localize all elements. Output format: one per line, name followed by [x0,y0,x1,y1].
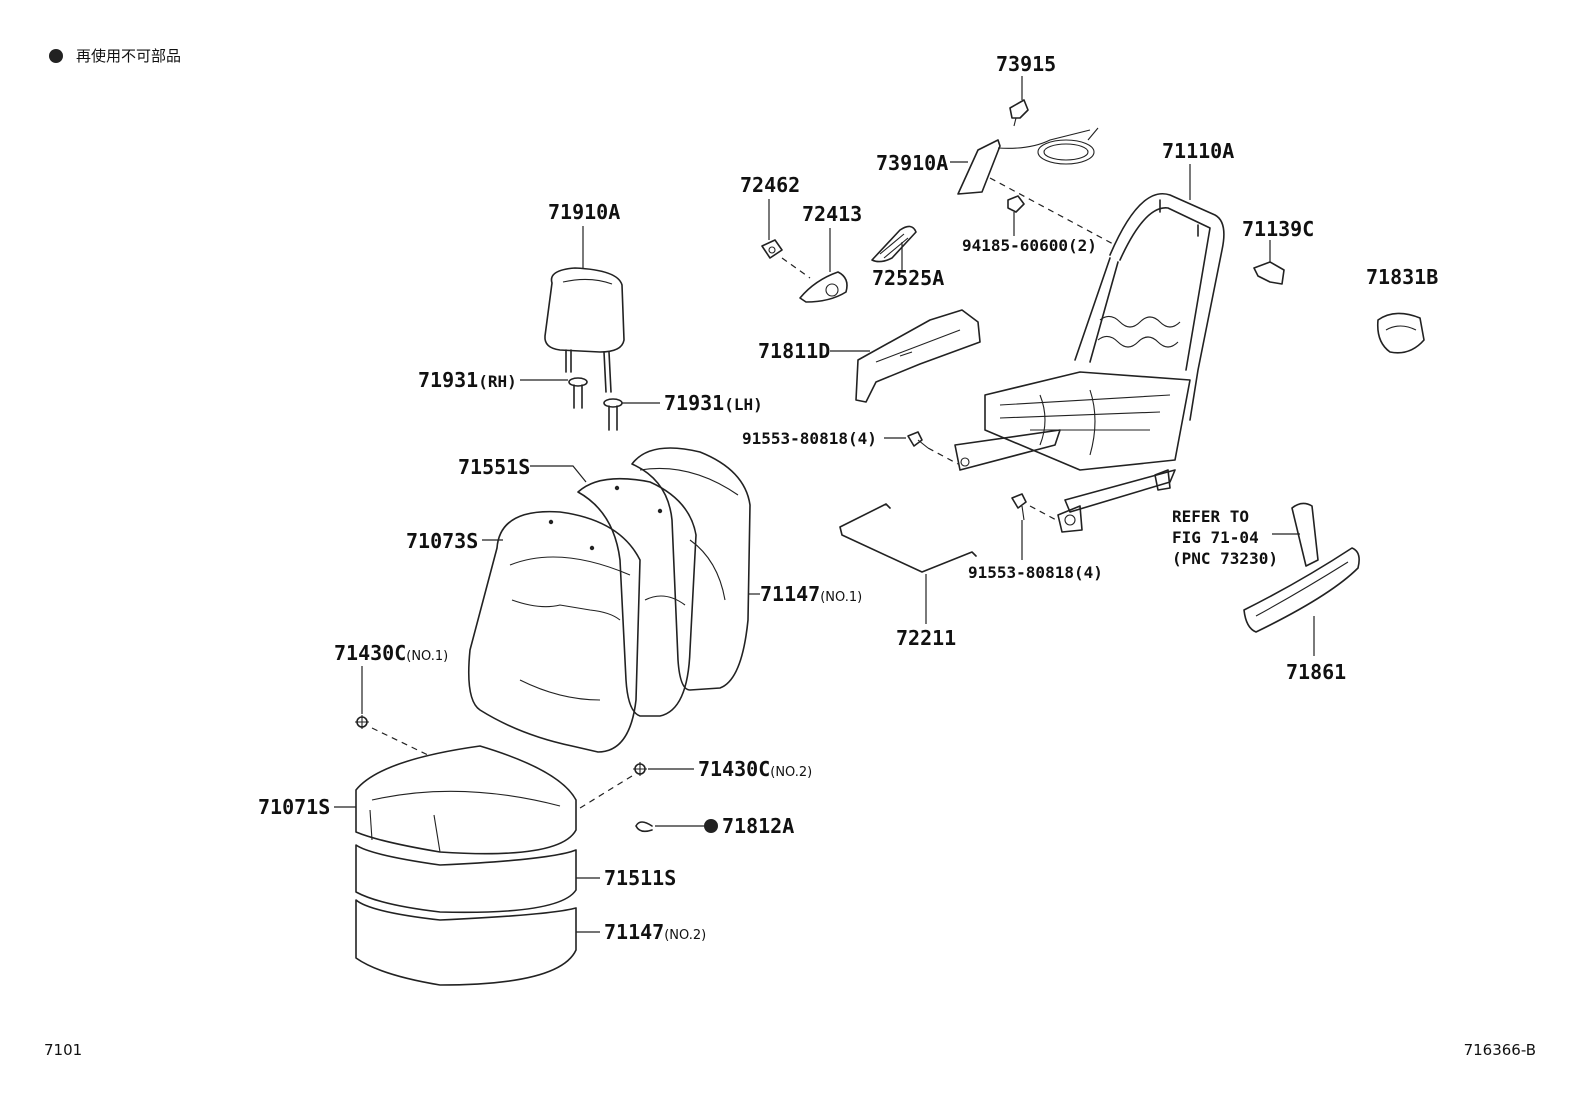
bolt-91553-lower [1011,493,1027,521]
callout-71931-lh: 71931(LH) [664,391,763,415]
callout-71812A: 71812A [722,814,794,838]
bolt-91553-upper [907,431,929,449]
refer-to-line3: (PNC 73230) [1172,549,1278,568]
callout-71147-no1: 71147(NO.1) [760,582,862,606]
refer-to-line2: FIG 71-04 [1172,528,1259,547]
occupant-sensor-73910A [957,127,1099,195]
callout-72525A: 72525A [872,266,944,290]
callout-91553-80818-lower: 91553-80818(4) [968,563,1103,582]
callout-91553-80818-upper: 91553-80818(4) [742,429,877,448]
callout-71110A: 71110A [1162,139,1234,163]
callout-71831B: 71831B [1366,265,1438,289]
non-reusable-mark-icon [704,819,718,833]
headrest-support-lh [603,398,623,431]
nut-94185 [1007,195,1025,213]
seat-cushion-71071S [355,745,577,855]
cover-71831B [1376,312,1425,354]
callout-71147-no2: 71147(NO.2) [604,920,706,944]
side-cover-71861 [1243,547,1360,633]
figure-number: 7101 [44,1041,82,1059]
headrest-71910A [544,267,625,393]
recliner-handle-72525A [871,225,917,263]
callout-71071S: 71071S [258,795,330,819]
recliner-cover-72413 [799,271,848,303]
callout-71139C: 71139C [1242,217,1314,241]
cushion-pad-71147-no2 [355,899,577,986]
callout-72211: 72211 [896,626,956,650]
seat-frame-71110A [954,193,1225,533]
sensor-73915 [1009,99,1029,127]
clip-71430C-no2 [633,762,647,776]
callout-71551S: 71551S [458,455,530,479]
callout-71430C-no2: 71430C(NO.2) [698,757,812,781]
illustration-id: 716366-B [1464,1041,1536,1059]
seatback-71073S [467,510,641,753]
legend-text: 再使用不可部品 [76,47,181,65]
bracket-71139C [1253,261,1285,285]
callout-71073S: 71073S [406,529,478,553]
clip-71430C-no1 [355,715,369,729]
callout-71931-rh: 71931(RH) [418,368,517,392]
callout-71430C-no1: 71430C(NO.1) [334,641,448,665]
callout-71910A: 71910A [548,200,620,224]
callout-71861: 71861 [1286,660,1346,684]
seatbelt-buckle-ref [1291,502,1319,567]
callout-94185-60600: 94185-60600(2) [962,236,1097,255]
callout-73915: 73915 [996,52,1056,76]
side-shield-71811D [855,309,981,403]
callout-72462: 72462 [740,173,800,197]
headrest-support-rh [568,377,588,409]
hog-ring-71812A [635,821,653,833]
callout-73910A: 73910A [876,151,948,175]
seatback-cover-71551S [577,477,697,717]
callout-71511S: 71511S [604,866,676,890]
non-reusable-bullet-icon [49,49,63,63]
seatback-pad-71147-no1 [631,447,751,691]
callout-72413: 72413 [802,202,862,226]
bolt-72462 [761,239,783,259]
wire-72211 [839,503,977,573]
refer-to-line1: REFER TO [1172,507,1249,526]
callout-71811D: 71811D [758,339,830,363]
cushion-cover-71511S [355,844,577,914]
